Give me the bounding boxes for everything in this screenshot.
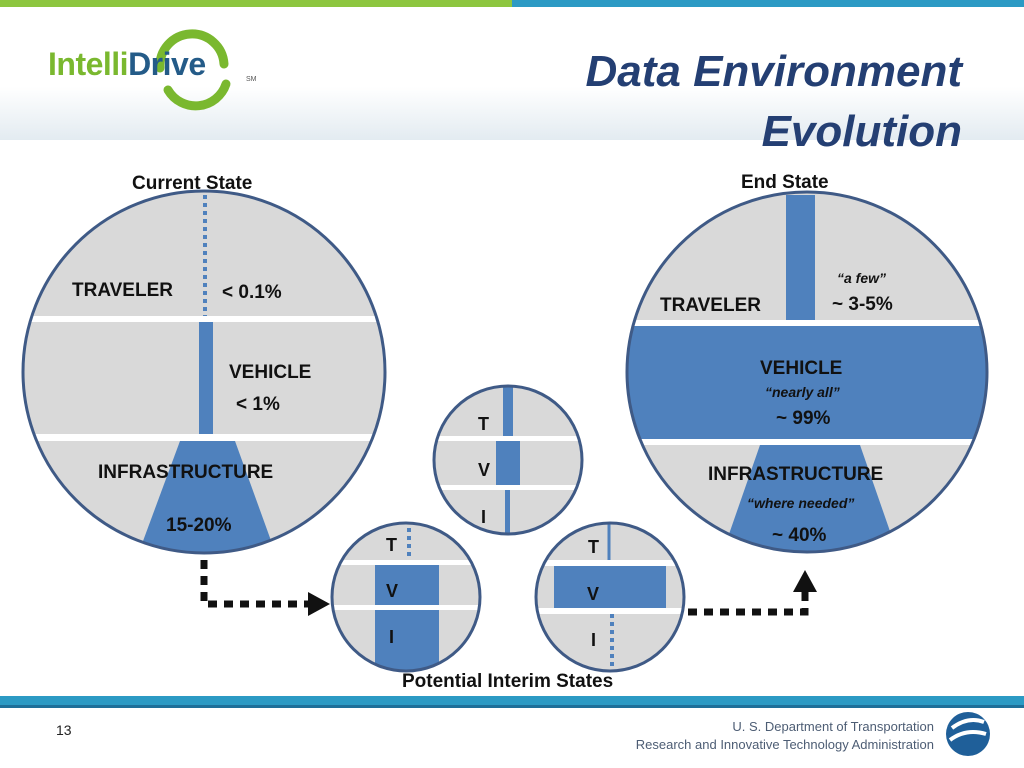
interim-left-t-label: T — [386, 535, 397, 555]
logo-service-mark: SM — [246, 76, 257, 83]
footer-dept-name: U. S. Department of Transportation — [732, 719, 934, 734]
top-rule-blue — [512, 0, 1024, 7]
logo-wordmark: IntelliDrive — [48, 48, 206, 80]
current-vehicle-value: < 1% — [236, 394, 280, 415]
end-traveler-value: ~ 3-5% — [832, 294, 893, 315]
dot-emblem-icon — [946, 712, 990, 756]
intellidrive-logo-arc-icon — [155, 29, 231, 111]
end-vehicle-note: “nearly all” — [765, 384, 840, 400]
end-divider-1 — [627, 320, 987, 326]
interim-right-circle — [534, 521, 686, 673]
page-number: 13 — [56, 722, 72, 738]
end-infrastructure-value: ~ 40% — [772, 525, 827, 546]
interim-center-i-label: I — [481, 507, 487, 527]
current-vehicle-bar — [199, 322, 213, 434]
current-infrastructure-bar — [136, 441, 278, 553]
end-traveler-note: “a few” — [837, 270, 887, 286]
footer-agency-name: Research and Innovative Technology Admin… — [635, 737, 934, 752]
end-traveler-label: TRAVELER — [660, 295, 761, 316]
interim-left-v-label: V — [386, 581, 399, 601]
current-infrastructure-value: 15-20% — [166, 515, 232, 536]
end-divider-2 — [627, 439, 987, 445]
bottom-rule-dark — [0, 705, 1024, 708]
end-state-heading: End State — [741, 172, 829, 193]
end-vehicle-label: VEHICLE — [760, 358, 843, 379]
current-divider-2 — [23, 434, 385, 441]
current-traveler-value: < 0.1% — [222, 282, 282, 303]
slide-title-line1: Data Environment — [585, 47, 962, 96]
top-rule-green — [0, 0, 512, 7]
end-vehicle-value: ~ 99% — [776, 408, 831, 429]
interim-left-circle — [330, 521, 482, 673]
current-state-heading: Current State — [132, 173, 253, 194]
end-infrastructure-bar — [720, 445, 900, 552]
interim-right-t-label: T — [588, 537, 599, 557]
bottom-rule — [0, 696, 1024, 705]
current-vehicle-label: VEHICLE — [229, 362, 312, 383]
interim-left-i-label: I — [389, 627, 395, 647]
end-infrastructure-note: “where needed” — [747, 495, 855, 511]
current-traveler-label: TRAVELER — [72, 280, 173, 301]
end-infrastructure-label: INFRASTRUCTURE — [708, 464, 884, 485]
interim-center-circle — [432, 384, 584, 536]
interim-right-i-label: I — [591, 630, 597, 650]
end-state-circle — [625, 190, 989, 554]
interim-heading: Potential Interim States — [402, 671, 614, 692]
header-band — [0, 0, 1024, 140]
current-infrastructure-label: INFRASTRUCTURE — [98, 462, 274, 483]
interim-center-t-label: T — [478, 414, 489, 434]
interim-center-v-label: V — [478, 460, 491, 480]
right-dotted-arrow — [688, 570, 817, 616]
end-traveler-bar — [786, 195, 815, 320]
current-divider-1 — [23, 316, 385, 322]
logo-intelli: Intelli — [48, 46, 129, 82]
current-state-circle — [21, 189, 387, 555]
slide-title-line2: Evolution — [761, 107, 962, 156]
interim-right-v-label: V — [587, 584, 600, 604]
end-vehicle-bar — [627, 326, 987, 439]
logo-drive: Drive — [128, 46, 206, 82]
left-dotted-arrow — [200, 560, 330, 616]
